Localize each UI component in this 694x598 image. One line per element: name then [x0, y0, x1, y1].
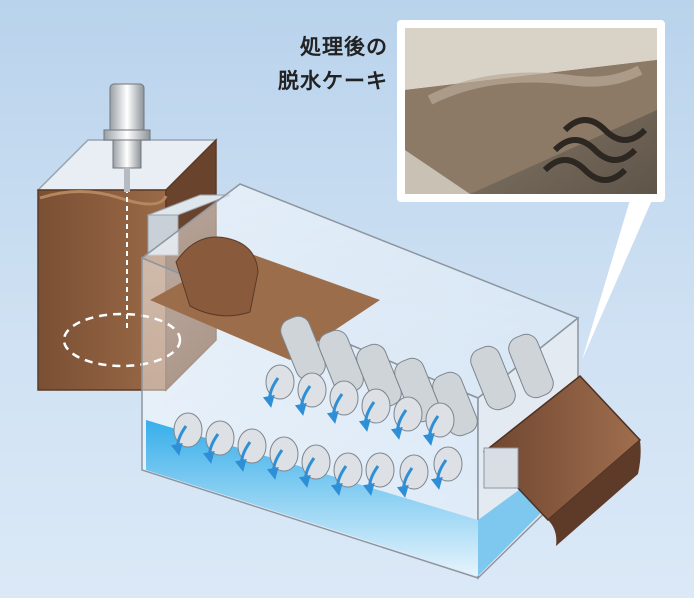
motor-icon [103, 83, 151, 192]
flow-arrow-icon [170, 377, 448, 498]
photo-frame [397, 20, 665, 202]
caption-line-2: 脱水ケーキ [278, 69, 388, 93]
caption-line-1: 処理後の [300, 35, 388, 59]
dewatered-cake-photo [405, 28, 657, 194]
discharge-chute [482, 374, 642, 546]
callout-pointer [582, 200, 652, 360]
disc-stacks-front [173, 364, 463, 490]
disc-stacks-back [280, 315, 554, 437]
photo-caption: 処理後の 脱水ケーキ [258, 30, 388, 98]
